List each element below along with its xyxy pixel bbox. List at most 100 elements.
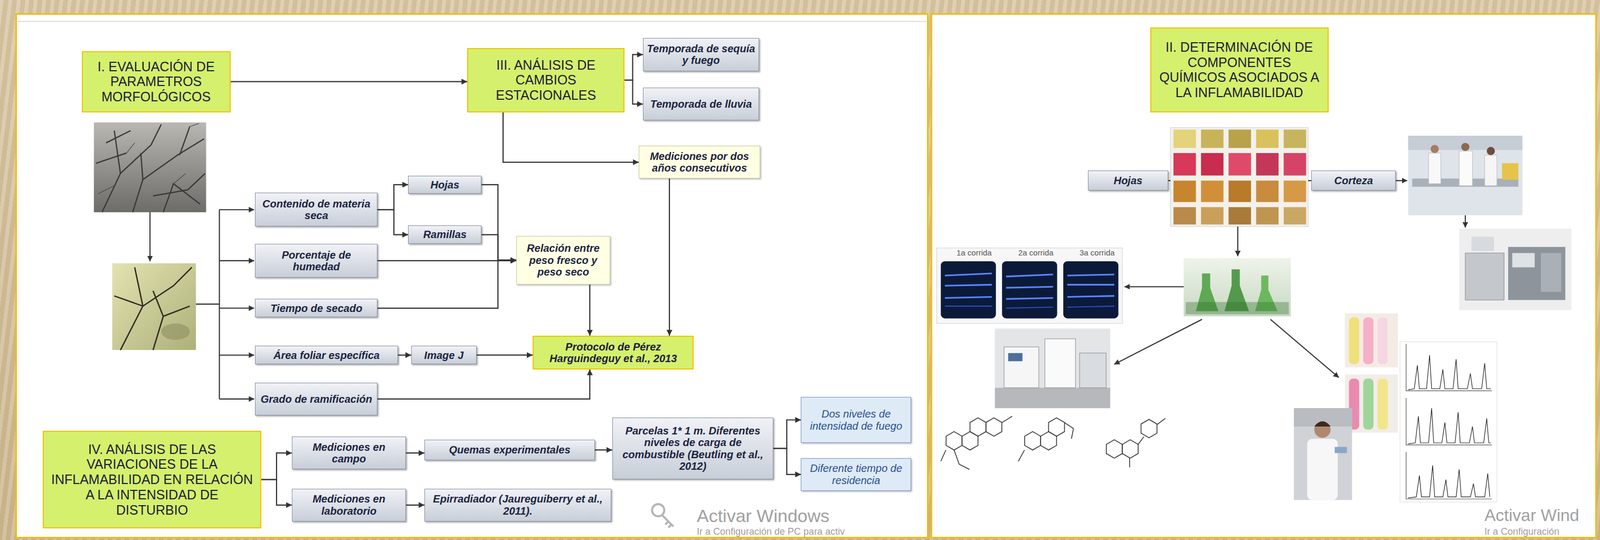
chromatograms <box>1408 465 1491 498</box>
chemical-structures <box>1018 422 1074 461</box>
photo-test-tubes <box>1173 129 1197 149</box>
process-box: Hojas <box>408 175 482 195</box>
photo-extracts <box>1183 258 1291 317</box>
connector <box>377 209 409 235</box>
process-box: Contenido de materia seca <box>254 192 378 227</box>
photo-lab <box>1428 153 1441 184</box>
bracket <box>219 209 221 400</box>
connector <box>481 234 517 261</box>
photo-chromatograph <box>1459 228 1572 311</box>
bracket <box>219 354 255 356</box>
arrow <box>1395 180 1407 182</box>
process-box: Ramillas <box>408 225 482 244</box>
photo-lab <box>1501 163 1519 180</box>
box-text: Temporada de sequía y fuego <box>646 42 756 67</box>
process-box: Image J <box>411 345 477 365</box>
photo-test-tubes <box>1228 129 1252 149</box>
box-text: Epirradiador (Jaureguiberry et al., 2011… <box>428 493 608 517</box>
photo-researcher <box>1307 438 1338 500</box>
photo-researcher <box>1293 408 1352 500</box>
bracket <box>219 209 255 211</box>
connector <box>405 452 425 454</box>
process-box: Epirradiador (Jaureguiberry et al., 2011… <box>424 488 612 522</box>
box-text: Hojas <box>430 178 460 191</box>
gel-label: 1a corrida <box>956 248 992 258</box>
connector <box>377 260 517 309</box>
photo-researcher <box>1314 421 1331 438</box>
photo-chromatograph <box>1471 236 1494 251</box>
chemical-structures <box>1024 431 1041 451</box>
note-box: Mediciones por dos años consecutivos <box>638 145 761 179</box>
connector <box>377 184 409 210</box>
box-text: Image J <box>424 349 464 362</box>
photo-gels <box>944 306 1115 309</box>
process-box: Temporada de lluvia <box>642 87 760 121</box>
photo-gels <box>1063 261 1119 319</box>
arrow <box>1270 319 1340 378</box>
connector <box>230 81 468 83</box>
connector <box>476 354 533 356</box>
photo-lab <box>1486 146 1495 155</box>
watermark: Ir a Configuración de PC para activ <box>696 526 845 538</box>
chromatograms <box>1408 355 1492 391</box>
connector <box>261 479 292 506</box>
arrow <box>1237 226 1239 257</box>
chemical-structures <box>986 418 1002 437</box>
photo-researcher <box>1293 408 1352 500</box>
chemical-structures <box>1106 439 1123 459</box>
heading-box: Protocolo de Pérez Harguindeguy et al., … <box>532 335 694 370</box>
chromatograms <box>1399 342 1498 503</box>
box-text: Protocolo de Pérez Harguindeguy et al., … <box>537 341 689 365</box>
photo-test-tubes <box>1200 153 1224 176</box>
photo-test-tubes <box>1283 153 1307 176</box>
arrow <box>149 212 151 262</box>
photo-test-tubes <box>1283 129 1307 149</box>
box-text: Mediciones en campo <box>295 441 403 466</box>
process-box: Mediciones en laboratorio <box>291 488 407 522</box>
photo-tubes <box>1348 317 1359 365</box>
photo-test-tubes <box>1283 180 1307 203</box>
photo-chromatograph <box>1540 252 1562 292</box>
photo-researcher <box>1314 421 1331 427</box>
photo-tubes <box>1377 378 1388 430</box>
process-box: Parcelas 1* 1 m. Diferentes niveles de c… <box>612 417 774 480</box>
photo-tree <box>98 123 200 194</box>
photo-test-tubes <box>1256 180 1280 203</box>
box-text: Área foliar específica <box>273 349 380 362</box>
rule <box>17 21 927 23</box>
photo-equipment <box>1079 353 1106 388</box>
process-box: Porcentaje de humedad <box>254 243 378 278</box>
photo-branch <box>112 263 197 350</box>
connector <box>405 504 425 506</box>
heading-box: III. ANÁLISIS DE CAMBIOS ESTACIONALES <box>467 48 625 113</box>
photo-test-tubes <box>1283 206 1307 225</box>
heading-box: II. DETERMINACIÓN DE COMPONENTES QUÍMICO… <box>1150 27 1329 112</box>
photo-test-tubes <box>1173 180 1197 203</box>
photo-researcher <box>1334 447 1347 454</box>
photo-test-tubes <box>1170 127 1309 227</box>
process-box: Tiempo de secado <box>254 298 378 318</box>
box-text: Ramillas <box>423 228 467 241</box>
connector <box>481 184 517 261</box>
process-box: Hojas <box>1087 170 1169 192</box>
chromatograms <box>1399 342 1498 503</box>
photo-equipment <box>995 387 1111 409</box>
photo-chromatograph <box>1508 247 1566 301</box>
box-text: I. EVALUACIÓN DE PARAMETROS MORFOLÓGICOS <box>87 59 226 105</box>
box-text: III. ANÁLISIS DE CAMBIOS ESTACIONALES <box>472 57 620 103</box>
line <box>1168 180 1171 182</box>
process-box: Quemas experimentales <box>424 439 595 461</box>
photo-gels <box>1001 261 1057 319</box>
photo-test-tubes <box>1256 206 1280 225</box>
connector <box>668 178 670 336</box>
watermark: Activar Wind <box>1484 505 1580 526</box>
connector <box>773 448 801 475</box>
connector <box>624 80 643 104</box>
photo-equipment <box>995 328 1111 409</box>
chemical-structures <box>940 416 1012 470</box>
photo-gels <box>936 248 1123 324</box>
connector <box>261 452 292 480</box>
bracket <box>219 398 255 400</box>
photo-equipment <box>1004 346 1039 388</box>
